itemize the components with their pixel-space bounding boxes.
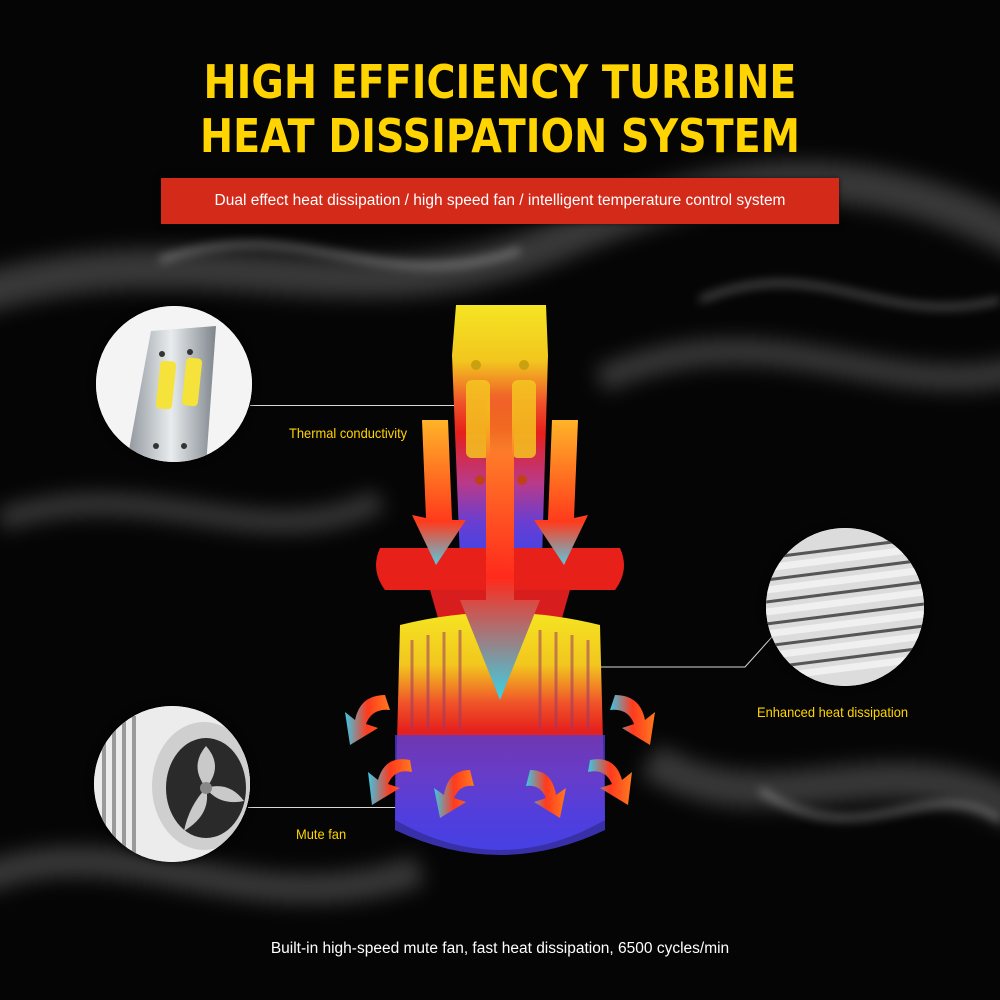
thermal-callout-line xyxy=(250,405,460,406)
mute-callout-line xyxy=(248,807,403,808)
thermal-conductivity-detail-image xyxy=(96,306,252,462)
headline-line-1: HIGH EFFICIENCY TURBINE xyxy=(203,55,797,109)
enhanced-heat-dissipation-label: Enhanced heat dissipation xyxy=(757,704,909,720)
mute-fan-label: Mute fan xyxy=(296,826,347,842)
headline: HIGH EFFICIENCY TURBINE HEAT DISSIPATION… xyxy=(70,55,930,163)
mute-fan-detail-image xyxy=(94,706,250,862)
headline-line-2: HEAT DISSIPATION SYSTEM xyxy=(199,109,801,163)
heat-sink-fins-detail-image xyxy=(766,528,924,686)
footer-caption: Built-in high-speed mute fan, fast heat … xyxy=(270,940,730,957)
thermal-conductivity-label: Thermal conductivity xyxy=(289,425,408,441)
feature-banner: Dual effect heat dissipation / high spee… xyxy=(161,178,839,224)
